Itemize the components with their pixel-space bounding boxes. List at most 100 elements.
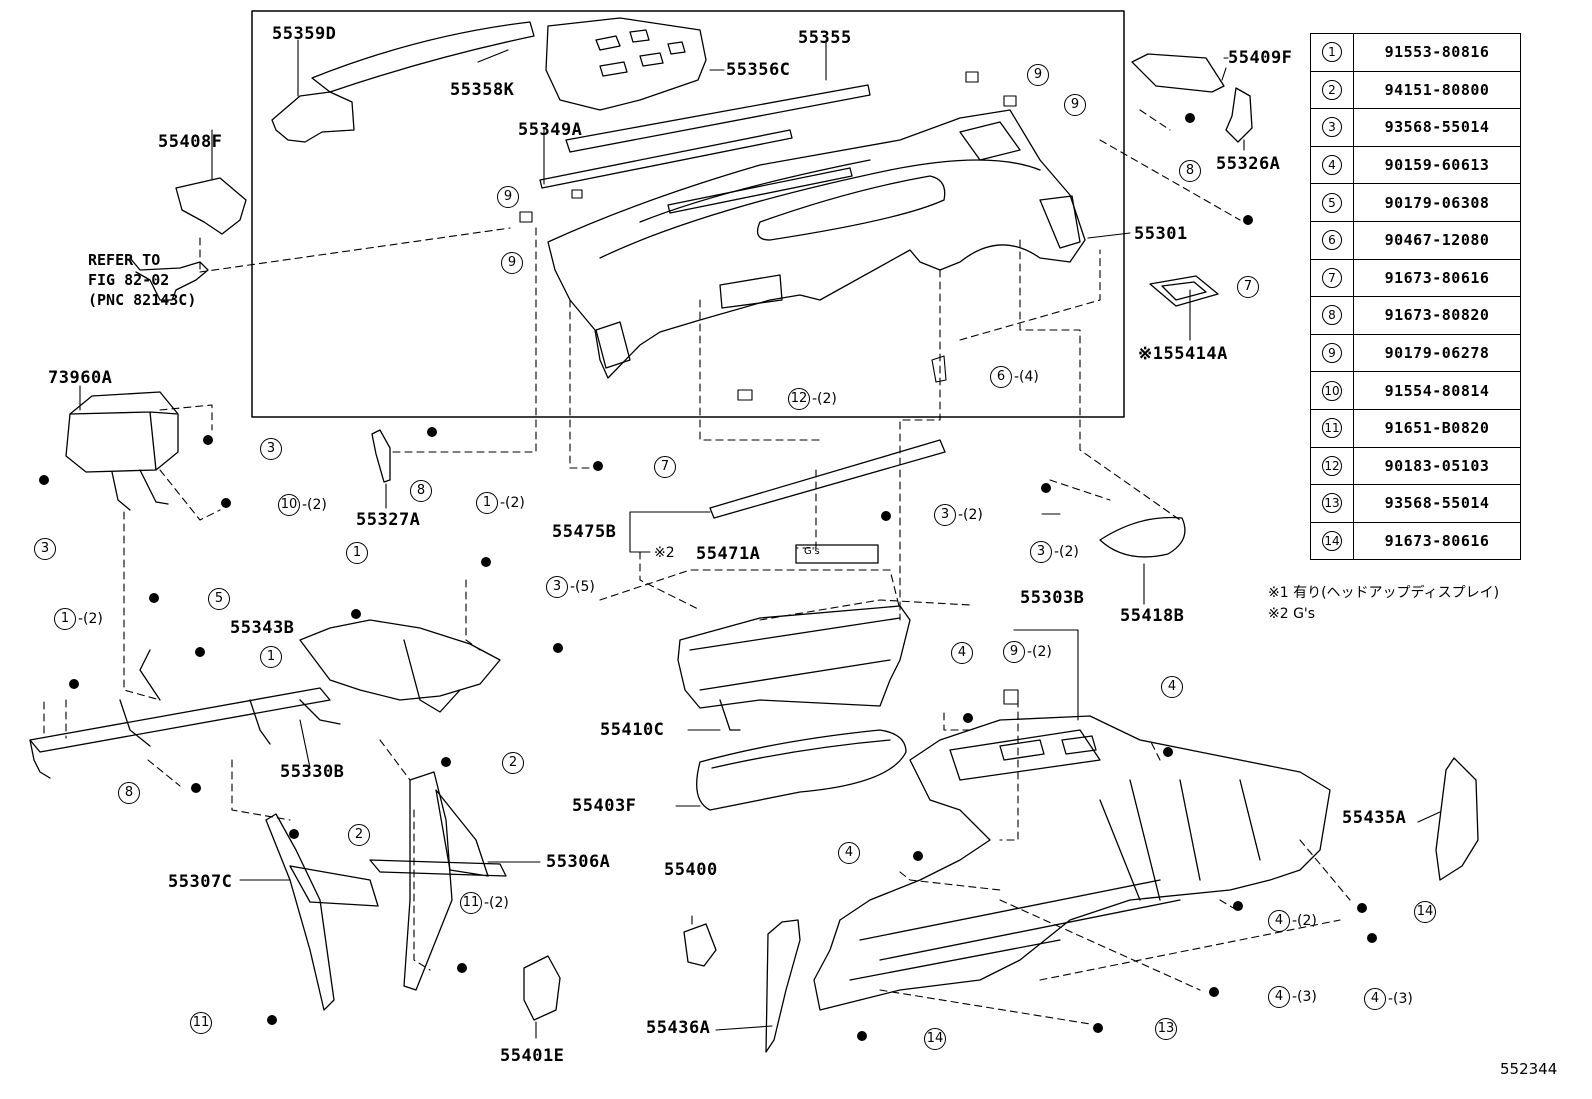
callout-8: 8 [118, 782, 140, 804]
label-55355: 55355 [798, 28, 852, 48]
table-part-number: 93568-55014 [1353, 484, 1521, 523]
part-55471A-shape [795, 544, 879, 564]
table-item-number: 8 [1322, 305, 1342, 326]
part-55355-shape [565, 84, 871, 153]
table-part-number: 91673-80820 [1353, 296, 1521, 335]
label-55307C: 55307C [168, 872, 233, 892]
part-55401E-shape [523, 955, 561, 1021]
part-55408F-shape [175, 177, 247, 235]
table-part-number: 90159-60613 [1353, 145, 1521, 185]
table-part-number: 90467-12080 [1353, 220, 1521, 260]
parts-table-row: 9 90179-06278 [1310, 333, 1521, 373]
parts-table-row: 6 90467-12080 [1310, 220, 1521, 260]
table-item-number: 5 [1322, 192, 1342, 213]
label-55343B: 55343B [230, 618, 295, 638]
callout-11: 11 [190, 1012, 212, 1034]
parts-table-row: 13 93568-55014 [1310, 484, 1521, 523]
label-55306A: 55306A [546, 852, 611, 872]
callout-3: 3 [260, 438, 282, 460]
wire-harness-shape [129, 257, 209, 301]
callout-4: 4 [1268, 910, 1290, 932]
label-55435A: 55435A [1342, 808, 1407, 828]
callout-4: 4 [1268, 986, 1290, 1008]
callout-9-qty: -(2) [1027, 644, 1052, 660]
callout-3: 3 [934, 504, 956, 526]
label-55475B: 55475B [552, 522, 617, 542]
label-55326A: 55326A [1216, 154, 1281, 174]
table-item-number: 4 [1322, 155, 1342, 176]
label-55327A: 55327A [356, 510, 421, 530]
part-55307C-shape [265, 813, 335, 1011]
part-55359D-shape [271, 91, 355, 143]
callout-5: 5 [208, 588, 230, 610]
callout-4: 4 [951, 642, 973, 664]
callout-9: 9 [1027, 64, 1049, 86]
label-55349A: 55349A [518, 120, 583, 140]
table-part-number: 91651-B0820 [1353, 408, 1521, 448]
callout-1-qty: -(2) [78, 611, 103, 627]
part-55303B-shape [813, 715, 1331, 1011]
callout-12: 12 [788, 388, 810, 410]
parts-table-row: 4 90159-60613 [1310, 145, 1521, 185]
upper-assembly-frame [251, 10, 1125, 418]
callout-9: 9 [1064, 94, 1086, 116]
label-55408F: 55408F [158, 132, 223, 152]
callout-3: 3 [1030, 541, 1052, 563]
footnote-2: ※2 G's [1268, 606, 1316, 622]
gs-badge-text: G's [804, 546, 820, 557]
part-55435A-shape [1435, 757, 1479, 881]
label-55436A: 55436A [646, 1018, 711, 1038]
callout-3-qty: -(5) [570, 579, 595, 595]
callout-12-qty: -(2) [812, 391, 837, 407]
table-item-number: 6 [1322, 230, 1342, 251]
table-item-number: 12 [1322, 455, 1342, 476]
table-part-number: 93568-55014 [1353, 108, 1521, 147]
callout-2: 2 [348, 824, 370, 846]
callout-10: 10 [278, 494, 300, 516]
callout-6-qty: -(4) [1014, 369, 1039, 385]
label-55418B: 55418B [1120, 606, 1185, 626]
label-73960A: 73960A [48, 368, 113, 388]
label-55356C: 55356C [726, 60, 791, 80]
table-item-number: 9 [1322, 343, 1342, 364]
table-item-number: 14 [1322, 531, 1342, 552]
table-item-number: 3 [1322, 117, 1342, 138]
table-part-number: 90179-06308 [1353, 183, 1521, 222]
callout-10-qty: -(2) [302, 497, 327, 513]
label-55358K: 55358K [450, 80, 515, 100]
callout-4-qty: -(3) [1388, 991, 1413, 1007]
table-item-number: 1 [1322, 42, 1342, 63]
table-part-number: 94151-80800 [1353, 70, 1521, 110]
table-item-number: 13 [1322, 493, 1342, 514]
part-55330B-shape [29, 687, 331, 753]
callout-3: 3 [546, 576, 568, 598]
label-55409F: 55409F [1228, 48, 1293, 68]
callout-9: 9 [1003, 641, 1025, 663]
part-55327A-shape [371, 429, 391, 483]
table-part-number: 90179-06278 [1353, 333, 1521, 373]
part-55356C-shape [545, 17, 707, 111]
part-55409F-shape [1131, 53, 1225, 93]
footnote-1: ※1 有り(ヘッドアップディスプレイ) [1268, 585, 1500, 601]
callout-13: 13 [1155, 1018, 1177, 1040]
table-item-number: 10 [1322, 380, 1342, 401]
label-55401E: 55401E [500, 1046, 565, 1066]
table-part-number: 91554-80814 [1353, 371, 1521, 410]
note2-mark: ※2 [654, 545, 675, 561]
figure-id: 552344 [1500, 1060, 1558, 1078]
label-55303B: 55303B [1020, 588, 1085, 608]
part-55410C-shape [677, 605, 911, 709]
callout-7: 7 [1237, 276, 1259, 298]
table-item-number: 11 [1322, 418, 1342, 439]
callout-3-qty: -(2) [1054, 544, 1079, 560]
callout-9: 9 [501, 252, 523, 274]
callout-1: 1 [260, 646, 282, 668]
label-55359D: 55359D [272, 24, 337, 44]
label-55410C: 55410C [600, 720, 665, 740]
parts-table-row: 5 90179-06308 [1310, 183, 1521, 222]
